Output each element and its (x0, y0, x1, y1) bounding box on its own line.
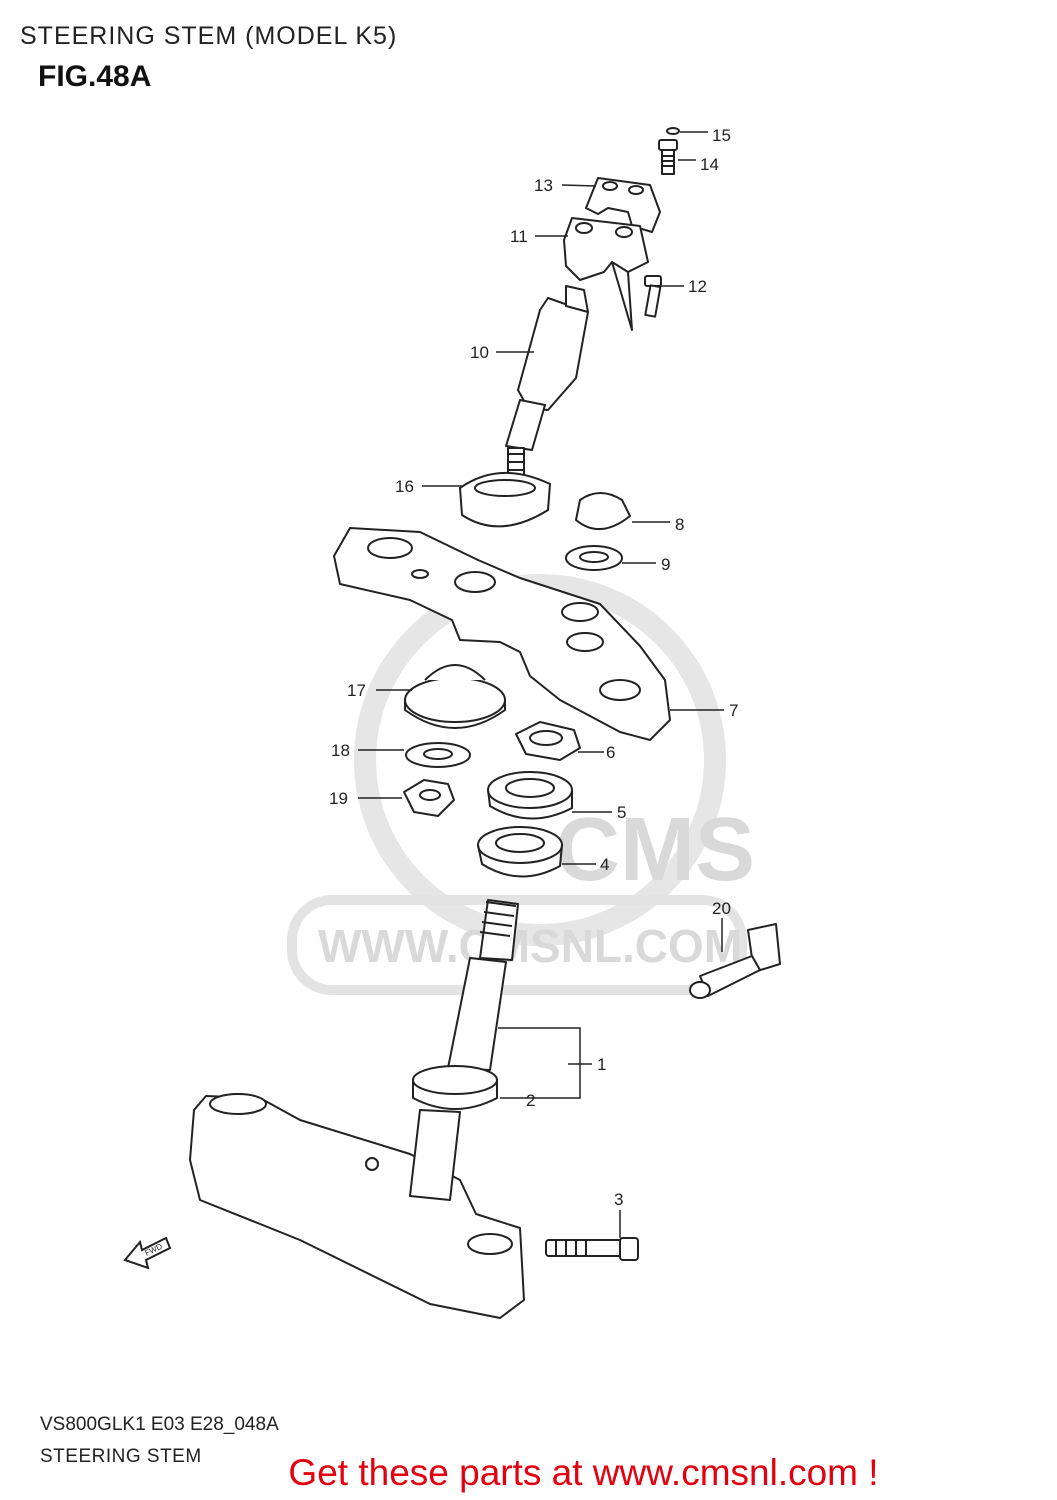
callout-20: 20 (712, 899, 731, 918)
callout-2: 2 (526, 1091, 535, 1110)
part-4-bearing (477, 826, 563, 878)
part-16-nut (459, 447, 551, 528)
lower-bracket (189, 1093, 525, 1319)
fwd-arrow-icon: FWD (123, 1236, 172, 1270)
callout-10: 10 (470, 343, 489, 362)
callout-9: 9 (661, 555, 670, 574)
callout-19: 19 (329, 789, 348, 808)
part-3-bolt (545, 1237, 639, 1261)
part-12-bolt (644, 275, 662, 318)
callout-1: 1 (597, 1055, 606, 1074)
callout-15: 15 (712, 126, 731, 145)
part-2-seal (412, 1065, 498, 1110)
part-11-holder-lower (563, 217, 649, 331)
figure-number: FIG.48A (38, 60, 152, 93)
part-5-bearing (487, 771, 573, 820)
callout-18: 18 (331, 741, 350, 760)
part-17-dust-seal (404, 664, 506, 729)
callout-16: 16 (395, 477, 414, 496)
callout-4: 4 (600, 855, 609, 874)
part-1-steering-stem (447, 899, 519, 1071)
part-19-nut (403, 779, 455, 817)
callout-12: 12 (688, 277, 707, 296)
watermark: CMS WWW.CMSNL.COM (287, 574, 755, 995)
part-9-washer (565, 545, 623, 571)
callout-7: 7 (729, 701, 738, 720)
callout-8: 8 (675, 515, 684, 534)
part-13-holder-upper (585, 177, 661, 233)
page-title: STEERING STEM (MODEL K5) (20, 22, 398, 50)
callout-14: 14 (700, 155, 719, 174)
cta-text[interactable]: Get these parts at www.cmsnl.com ! (288, 1452, 879, 1493)
cta-link[interactable]: Get these parts at www.cmsnl.com ! (0, 1452, 1057, 1494)
part-20-lock (689, 923, 781, 999)
callout-6: 6 (606, 743, 615, 762)
part-14-bolt (658, 139, 678, 175)
callout-13: 13 (534, 176, 553, 195)
part-6-nut (515, 721, 581, 761)
part-15-o-ring (666, 127, 680, 135)
callout-5: 5 (617, 803, 626, 822)
part-18-washer (405, 742, 471, 768)
part-7-upper-bracket (333, 527, 671, 741)
diagram-subtitle: STEERING STEM (40, 1446, 202, 1467)
callout-11: 11 (510, 227, 528, 246)
part-10-tube (505, 285, 589, 451)
watermark-brand: CMS (555, 800, 755, 900)
watermark-url: WWW.CMSNL.COM (318, 920, 742, 972)
callout-17: 17 (347, 681, 366, 700)
callout-3: 3 (614, 1190, 623, 1209)
diagram-code: VS800GLK1 E03 E28_048A (40, 1414, 279, 1435)
part-8-cap (575, 492, 631, 531)
